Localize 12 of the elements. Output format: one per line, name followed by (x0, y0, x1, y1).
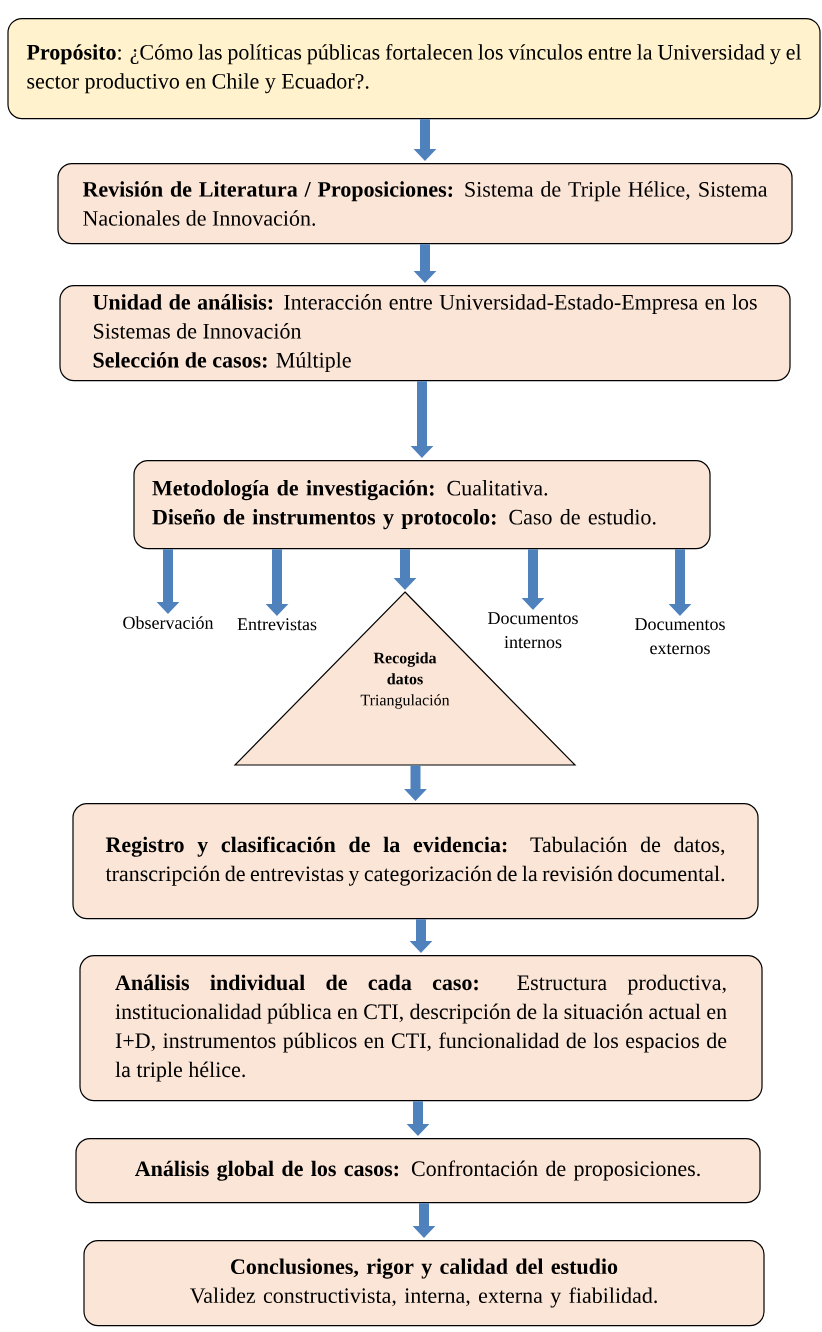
process-box: Metodología de investigación: Cualitativa. Diseño de instrumentos y protocolo: Caso de estudio. (133, 460, 711, 550)
method-label: Documentos externos (635, 618, 725, 655)
method-label: Entrevistas (237, 618, 317, 631)
process-box: Análisis individual de cada caso: Estructura productiva, institucionalidad pública en CTI, descripción de la situación actual en I+D, instrumentos públicos en CTI, funcionalidad de los espacios de la triple hélice. (79, 955, 763, 1102)
method-label: Observación (123, 616, 214, 629)
process-box: Registro y clasificación de la evidencia: Tabulación de datos, transcripción de entrevistas y categorización de la revisión documental. (72, 803, 759, 920)
purpose-box: Propósito: ¿Cómo las políticas públicas fortalecen los vínculos entre la Universidad y el sector productivo en Chile y Ecuador?. (7, 18, 821, 120)
method-label: Documentos internos (488, 612, 578, 649)
process-box: Revisión de Literatura / Proposiciones: Sistema de Triple Hélice, Sistema Nacionales de Innovación. (57, 163, 793, 245)
process-box: Unidad de análisis: Interacción entre Universidad-Estado-Empresa en los Sistemas de Innovación Selección de casos: Múltiple (59, 285, 791, 382)
process-box: Análisis global de los casos: Confrontación de proposiciones. (75, 1138, 761, 1204)
conclusion-box: Conclusiones, rigor y calidad del estudio Validez constructivista, interna, externa y fiabilidad. (83, 1240, 765, 1327)
